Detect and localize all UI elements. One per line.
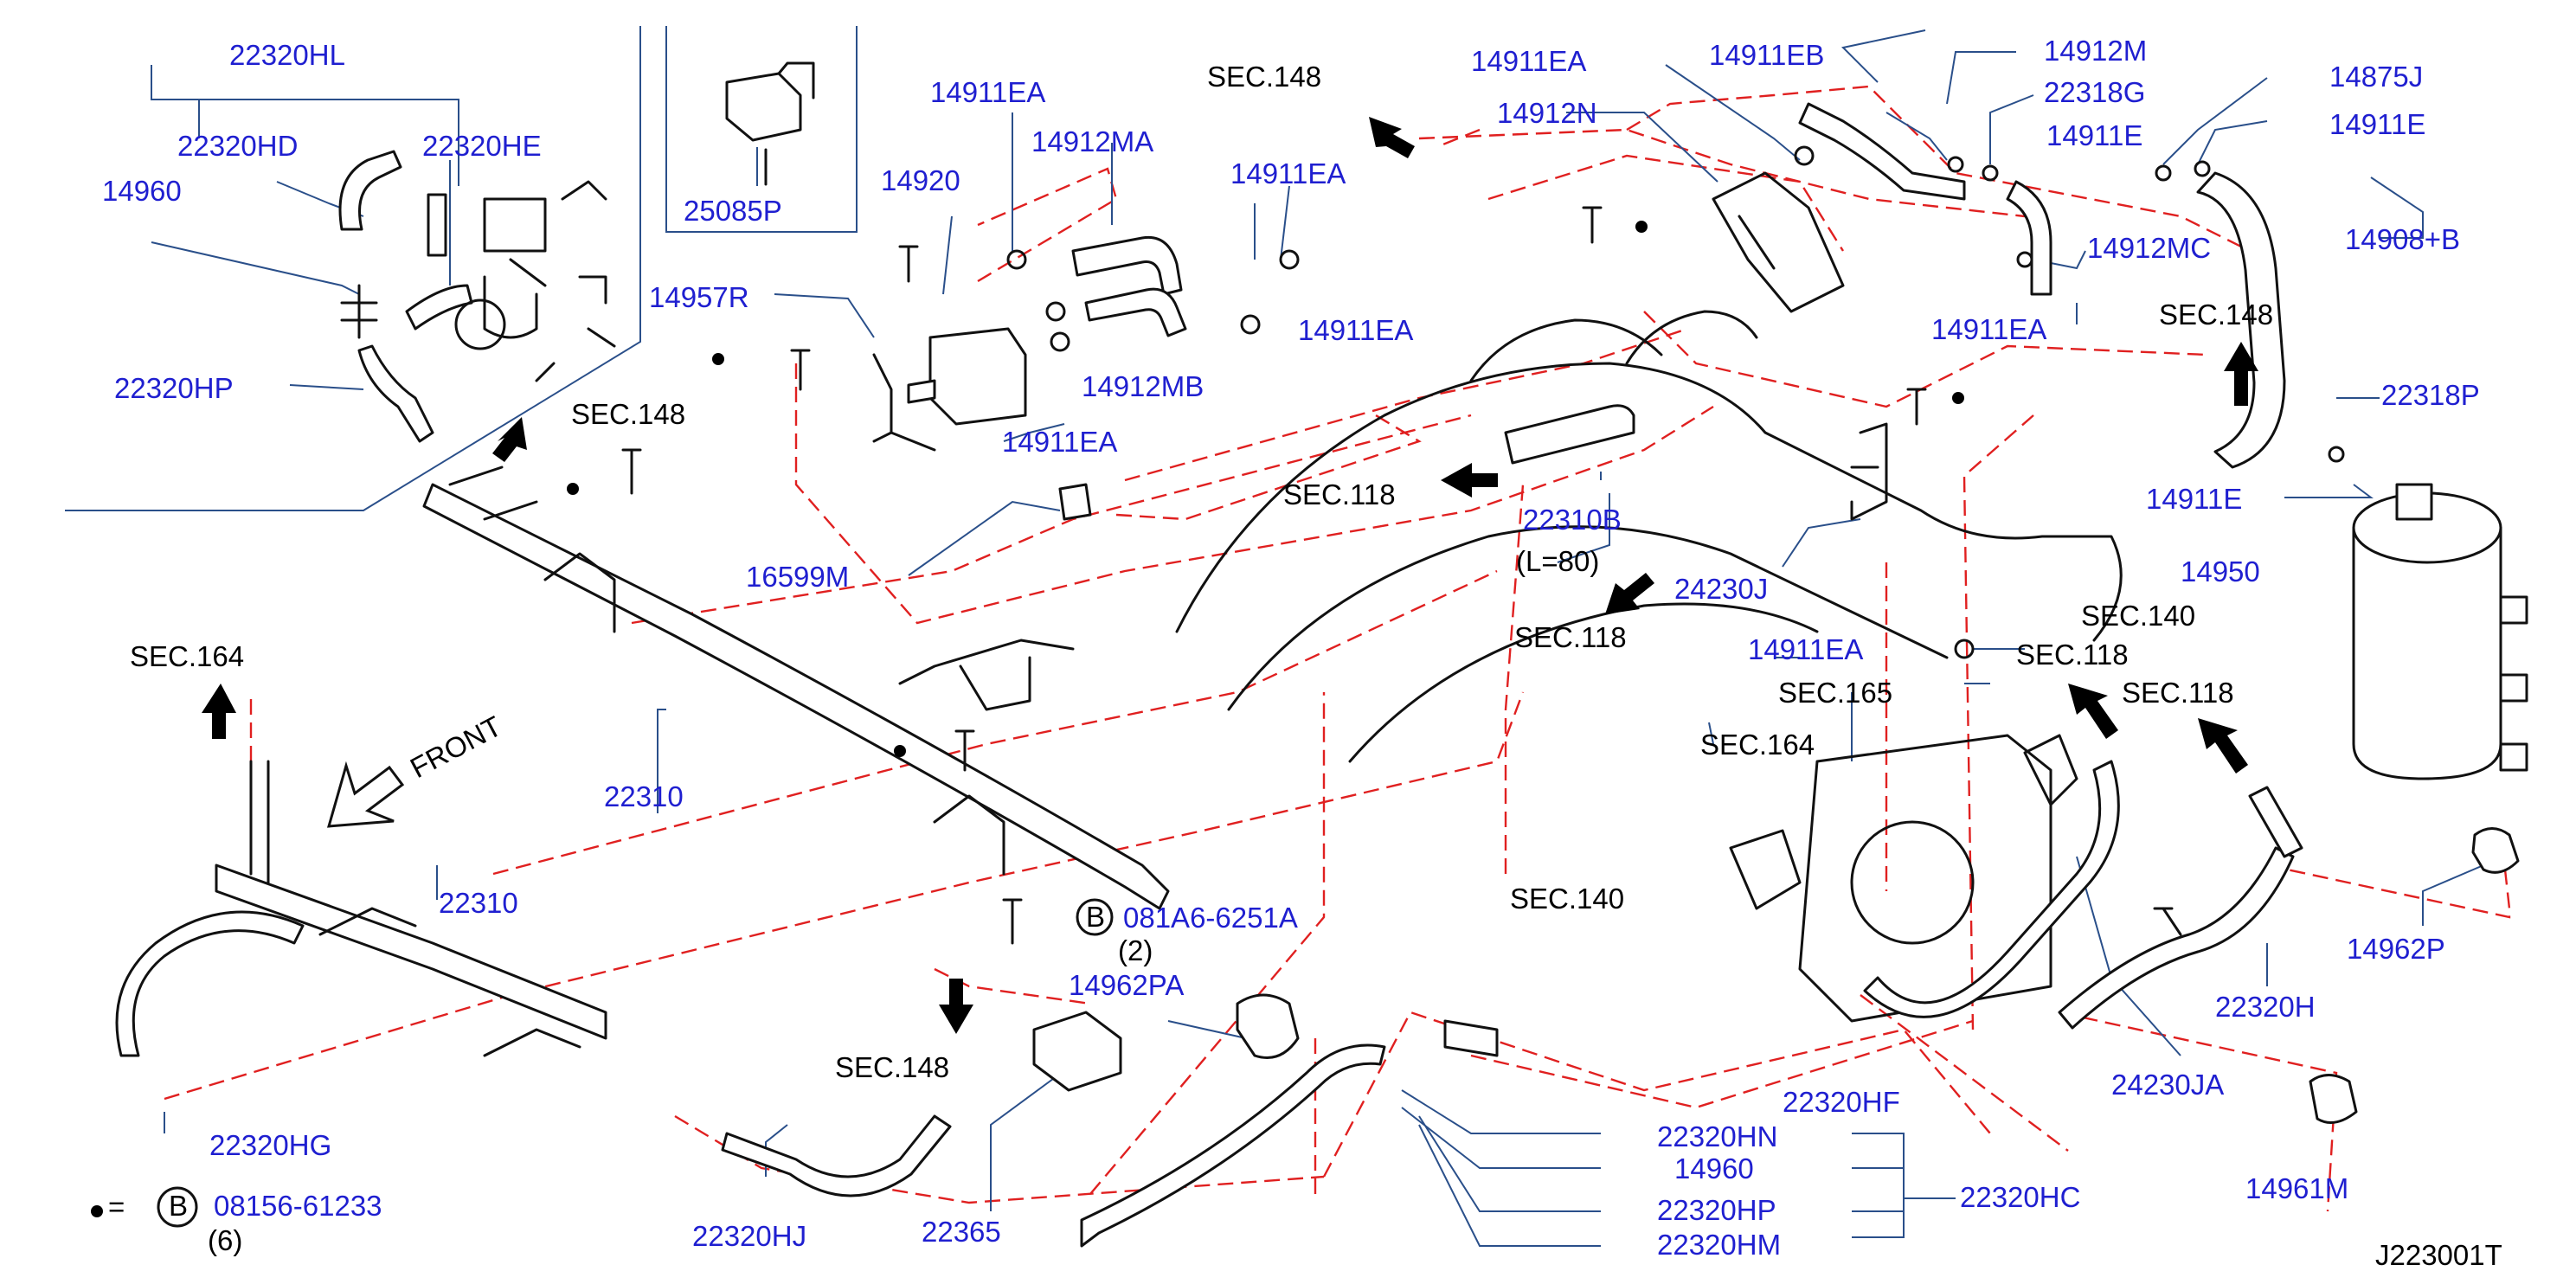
label-14920: 14920 (881, 164, 960, 196)
arrow-icon (202, 684, 236, 739)
arrow-icon (939, 979, 973, 1034)
label-length: (L=80) (1516, 545, 1599, 577)
label-22320HN: 22320HN (1657, 1120, 1777, 1152)
label-14912N: 14912N (1497, 97, 1597, 129)
inset-frames (65, 26, 858, 511)
label-25085P: 25085P (684, 195, 782, 227)
label-22320HM: 22320HM (1657, 1229, 1781, 1261)
callout-lines (151, 29, 2484, 1247)
component-drawings (115, 61, 2528, 1248)
diagram-reference-code: J223001T (2375, 1239, 2502, 1271)
label-14911E: 14911E (2046, 119, 2142, 151)
label-14911EA: 14911EA (1002, 426, 1117, 458)
bolt-callout-b: B (1086, 901, 1105, 933)
front-direction-label: FRONT (405, 709, 507, 784)
section-ref-148: SEC.148 (2159, 299, 2273, 331)
label-22320HG: 22320HG (209, 1129, 331, 1161)
label-qty-6: (6) (208, 1224, 242, 1256)
label-14911EA: 14911EA (1230, 157, 1346, 189)
label-22320HD: 22320HD (177, 130, 298, 162)
label-14960-inset: 14960 (102, 175, 182, 207)
label-14912M: 14912M (2044, 35, 2147, 67)
section-ref-118: SEC.118 (2122, 677, 2234, 709)
front-arrow-icon (326, 761, 405, 828)
section-ref-148: SEC.148 (1207, 61, 1321, 93)
label-22320HP: 22320HP (1657, 1194, 1776, 1226)
arrow-icon (2068, 684, 2118, 739)
label-081A6-6251A: 081A6-6251A (1123, 902, 1298, 934)
label-14957R: 14957R (649, 281, 749, 313)
section-ref-118: SEC.118 (2016, 639, 2129, 671)
label-14911EA: 14911EA (930, 76, 1045, 108)
arrow-icon (492, 417, 527, 462)
arrow-icon (1605, 573, 1654, 614)
section-ref-148: SEC.148 (571, 398, 685, 430)
legend-symbols (91, 221, 1964, 1228)
section-ref-164: SEC.164 (1700, 729, 1815, 761)
label-14911E: 14911E (2329, 108, 2425, 140)
label-14911E: 14911E (2146, 483, 2242, 515)
label-08156-61233: 08156-61233 (214, 1190, 382, 1222)
label-24230JA: 24230JA (2111, 1069, 2224, 1101)
label-22320HP-inset: 22320HP (114, 372, 234, 404)
label-14962PA: 14962PA (1069, 969, 1184, 1001)
section-ref-118: SEC.118 (1514, 621, 1627, 653)
section-ref-165: SEC.165 (1778, 677, 1892, 709)
arrow-icon (1369, 117, 1415, 158)
arrow-icon (2224, 342, 2258, 406)
label-22318G: 22318G (2044, 76, 2145, 108)
label-14960: 14960 (1674, 1152, 1754, 1184)
section-references: SEC.148 SEC.148 SEC.148 SEC.148 SEC.118 … (130, 61, 2273, 1083)
label-14962P: 14962P (2347, 933, 2445, 965)
label-14912MB: 14912MB (1082, 370, 1204, 402)
label-14911EA: 14911EA (1931, 313, 2046, 345)
label-22365: 22365 (922, 1216, 1001, 1248)
label-14912MA: 14912MA (1031, 125, 1153, 157)
section-ref-148: SEC.148 (835, 1051, 949, 1083)
label-14908-B: 14908+B (2345, 223, 2460, 255)
direction-arrows (202, 117, 2258, 1034)
legend-circle-b: B (169, 1190, 188, 1222)
label-14961M: 14961M (2245, 1172, 2348, 1204)
section-ref-164: SEC.164 (130, 640, 244, 672)
arrow-icon (2198, 718, 2248, 774)
label-22310B: 22310B (1523, 504, 1622, 536)
label-22320HE: 22320HE (422, 130, 542, 162)
label-16599M: 16599M (746, 561, 849, 593)
arrow-icon (1441, 463, 1498, 498)
label-14912MC: 14912MC (2087, 232, 2211, 264)
label-qty-2: (2) (1118, 934, 1153, 966)
label-14911EA: 14911EA (1748, 633, 1863, 665)
label-22310: 22310 (604, 780, 684, 812)
label-22320H: 22320H (2215, 991, 2316, 1023)
section-ref-140: SEC.140 (2081, 600, 2195, 632)
section-ref-118: SEC.118 (1283, 478, 1396, 510)
label-22310: 22310 (439, 887, 518, 919)
label-14911EA: 14911EA (1471, 45, 1586, 77)
label-14875J: 14875J (2329, 61, 2423, 93)
label-22320HF: 22320HF (1783, 1086, 1900, 1118)
label-14911EA: 14911EA (1298, 314, 1413, 346)
section-ref-140: SEC.140 (1510, 883, 1624, 915)
label-22320HC: 22320HC (1960, 1181, 2080, 1213)
label-22320HJ: 22320HJ (692, 1220, 806, 1252)
legend: B = B (108, 901, 1105, 1223)
part-labels: 22320HL 22320HD 22320HE 14960 22320HP 25… (102, 35, 2502, 1271)
legend-equals: = (108, 1191, 125, 1223)
label-22318P: 22318P (2381, 379, 2480, 411)
label-22320HL: 22320HL (229, 39, 345, 71)
label-24230J: 24230J (1674, 573, 1768, 605)
label-14911EB: 14911EB (1709, 39, 1824, 71)
label-14950: 14950 (2181, 555, 2260, 587)
